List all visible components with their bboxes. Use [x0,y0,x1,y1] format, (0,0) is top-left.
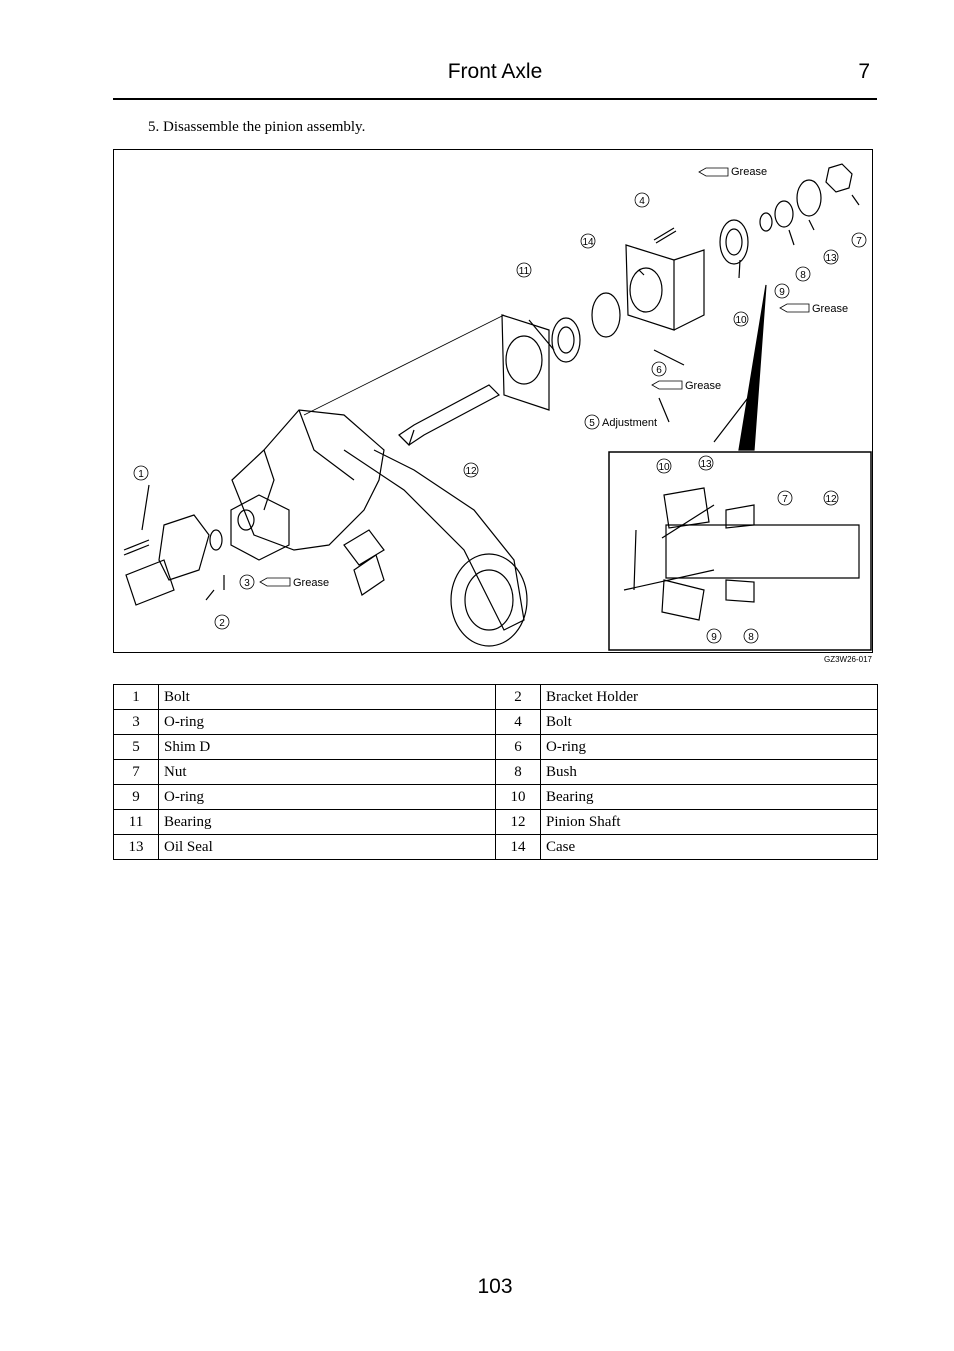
figure-code: GZ3W26-017 [823,655,872,664]
bush-8 [774,200,794,228]
part-number: 13 [113,834,159,860]
part-number: 14 [495,834,541,860]
bolt-4 [653,227,677,244]
table-row: 1 Bolt 2 Bracket Holder [113,684,878,710]
part-name: O-ring [158,784,496,810]
housing-body [231,409,385,551]
table-row: 11 Bearing 12 Pinion Shaft [113,809,878,835]
part-number: 3 [113,709,159,735]
callout-8: 8 [800,270,806,281]
oil-seal-13 [796,179,822,217]
callout-13: 13 [825,253,837,264]
callout-10: 10 [735,315,747,326]
part-number: 11 [113,809,159,835]
o-ring-3 [209,529,223,551]
housing-flange [450,553,528,647]
grease-note-6: Grease [685,380,721,392]
inset-callout-9: 9 [711,632,717,643]
part-name: Pinion Shaft [540,809,878,835]
grease-note-3: Grease [293,577,329,589]
part-number: 2 [495,684,541,710]
part-number: 1 [113,684,159,710]
part-name: O-ring [158,709,496,735]
pinion-shaft [398,384,500,446]
grease-tube-icon [259,167,810,587]
part-number: 5 [113,734,159,760]
callout-14: 14 [582,237,594,248]
housing-arm [343,449,525,631]
inset-callout-7: 7 [782,494,788,505]
part-name: Bolt [540,709,878,735]
callout-1: 1 [138,469,144,480]
inset-callout-8: 8 [748,632,754,643]
bracket-holder-2 [158,514,210,581]
parts-table: 1 Bolt 2 Bracket Holder 3 O-ring 4 Bolt … [113,684,878,860]
callout-7: 7 [856,236,862,247]
part-name: Bolt [158,684,496,710]
table-row: 7 Nut 8 Bush [113,759,878,785]
callout-4: 4 [639,196,645,207]
inset-callout-10: 10 [658,462,670,473]
page-number: 103 [477,1275,513,1298]
table-row: 9 O-ring 10 Bearing [113,784,878,810]
chapter-number: 7 [858,60,870,83]
grease-note-9: Grease [812,303,848,315]
adjustment-note: Adjustment [602,417,657,429]
part-number: 12 [495,809,541,835]
housing-front-flange [230,494,290,561]
inset-frame [608,451,872,651]
bearing-10 [719,219,749,265]
callout-9: 9 [779,287,785,298]
part-name: Shim D [158,734,496,760]
exploded-diagram: 1 2 3 4 5 6 7 8 9 10 11 12 13 14 10 13 7… [113,149,873,653]
table-row: 5 Shim D 6 O-ring [113,734,878,760]
bolt-1 [123,539,150,556]
table-row: 13 Oil Seal 14 Case [113,834,878,860]
callout-2: 2 [219,618,225,629]
inset-shaft [665,524,860,579]
case-14 [625,244,675,331]
part-name: Oil Seal [158,834,496,860]
bearing-11 [551,317,581,363]
o-ring-6 [591,292,621,338]
callout-6: 6 [656,365,662,376]
part-name: O-ring [540,734,878,760]
part-number: 8 [495,759,541,785]
inset-callout-13: 13 [700,459,712,470]
inset-callout-12: 12 [825,494,837,505]
part-number: 9 [113,784,159,810]
part-name: Bracket Holder [540,684,878,710]
part-name: Bearing [158,809,496,835]
callout-12: 12 [465,466,477,477]
part-number: 10 [495,784,541,810]
page-title: Front Axle [447,60,543,83]
part-name: Bush [540,759,878,785]
part-name: Bearing [540,784,878,810]
part-name: Case [540,834,878,860]
callout-5: 5 [589,418,595,429]
step-instruction: 5. Disassemble the pinion assembly. [148,119,366,135]
callout-3: 3 [244,578,250,589]
grease-note-top: Grease [731,166,767,178]
table-row: 3 O-ring 4 Bolt [113,709,878,735]
o-ring-9 [759,212,773,232]
part-number: 7 [113,759,159,785]
header-rule [113,98,877,100]
diagram-drawing: 1 2 3 4 5 6 7 8 9 10 11 12 13 14 10 13 7… [123,163,872,651]
callout-11: 11 [519,266,530,277]
part-number: 4 [495,709,541,735]
part-name: Nut [158,759,496,785]
part-number: 6 [495,734,541,760]
nut-7 [825,163,853,193]
